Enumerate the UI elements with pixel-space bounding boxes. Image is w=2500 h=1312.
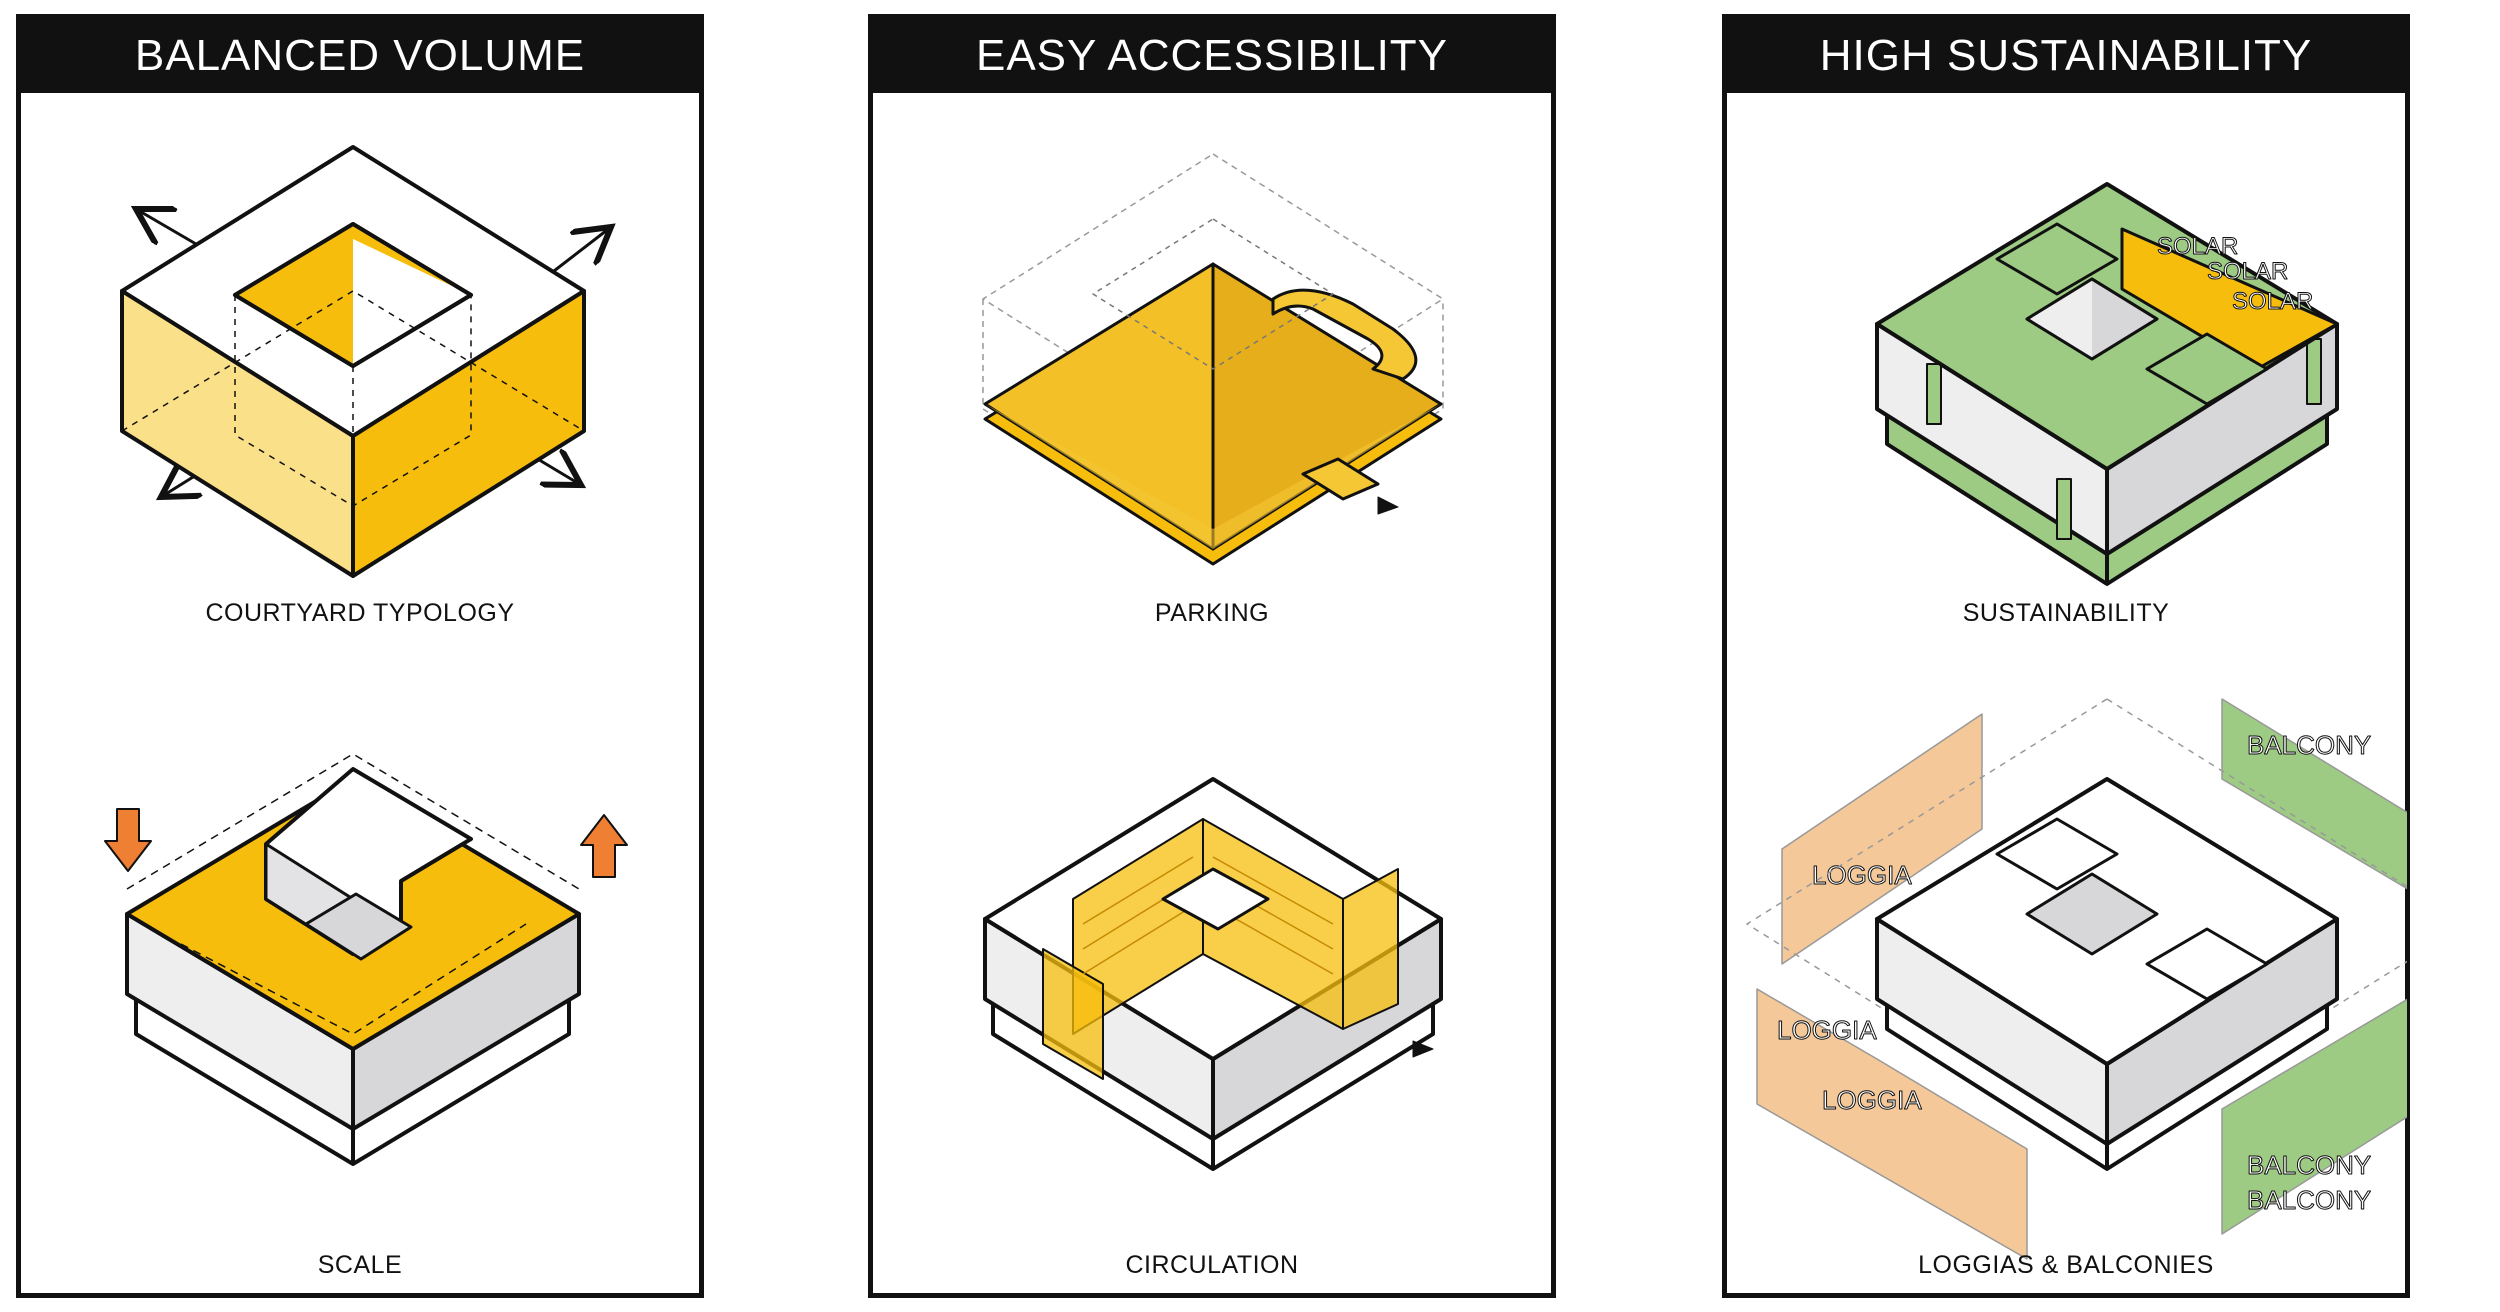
exit-marker-icon xyxy=(1377,496,1399,515)
svg-text:BALCONY: BALCONY xyxy=(2247,730,2371,760)
panel-balanced-volume: BALANCED VOLUME xyxy=(16,14,704,1298)
solar-label: SOLAR xyxy=(2232,288,2313,315)
panel-title: HIGH SUSTAINABILITY xyxy=(1727,19,2405,93)
loggias-balconies-diagram: LOGGIA LOGGIA LOGGIA BALCONY BALCONY BAL… xyxy=(1746,698,2407,1260)
panel-high-sustainability: HIGH SUSTAINABILITY SOLAR SOLAR SOLAR xyxy=(1722,14,2410,1298)
scale-diagram xyxy=(104,753,628,1166)
balcony-panel-lower-right xyxy=(2221,998,2407,1235)
caption-sustainability: SUSTAINABILITY xyxy=(1962,599,2170,627)
svg-text:LOGGIA: LOGGIA xyxy=(1812,860,1912,890)
balcony-panel-upper-right xyxy=(2221,698,2407,890)
solar-label: SOLAR xyxy=(2207,258,2288,285)
caption-courtyard-typology: COURTYARD TYPOLOGY xyxy=(205,599,515,627)
ramp-curve xyxy=(1271,288,1418,381)
parking-diagram xyxy=(982,153,1444,566)
caption-loggias-balconies: LOGGIAS & BALCONIES xyxy=(1918,1251,2214,1279)
up-arrow-icon xyxy=(580,814,628,878)
sustainability-diagram: SOLAR SOLAR SOLAR xyxy=(1875,182,2339,586)
solar-label: SOLAR xyxy=(2157,233,2238,260)
panel-title: BALANCED VOLUME xyxy=(21,19,699,93)
circulation-courtyard xyxy=(1161,867,1270,931)
svg-text:BALCONY: BALCONY xyxy=(2247,1185,2371,1215)
down-arrow-icon xyxy=(104,808,152,872)
caption-circulation: CIRCULATION xyxy=(1125,1251,1299,1279)
caption-scale: SCALE xyxy=(317,1251,403,1279)
loggia-panel-lower-left xyxy=(1756,988,2028,1260)
svg-text:BALCONY: BALCONY xyxy=(2247,1150,2371,1180)
caption-parking: PARKING xyxy=(1154,599,1270,627)
exit-marker-icon xyxy=(1412,1040,1434,1058)
panel-title: EASY ACCESSIBILITY xyxy=(873,19,1551,93)
courtyard-typology-diagram xyxy=(120,145,701,578)
scale-courtyard xyxy=(304,892,413,961)
circulation-diagram xyxy=(983,777,1443,1171)
svg-text:LOGGIA: LOGGIA xyxy=(1777,1015,1877,1045)
panel-easy-accessibility: EASY ACCESSIBILITY PARK xyxy=(868,14,1556,1298)
svg-text:LOGGIA: LOGGIA xyxy=(1822,1085,1922,1115)
